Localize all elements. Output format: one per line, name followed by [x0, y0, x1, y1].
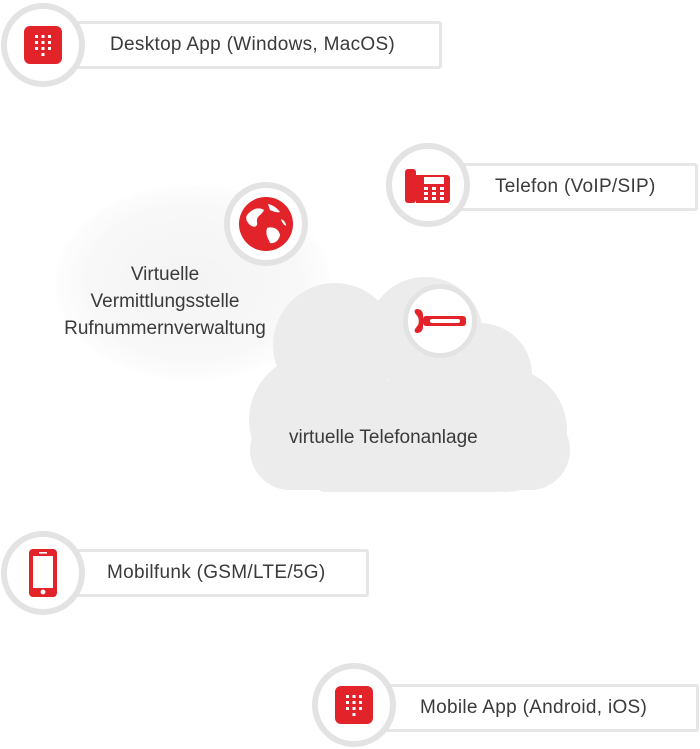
desktop-app-label: Desktop App (Windows, MacOS)	[110, 34, 396, 55]
mobilfunk-label: Mobilfunk (GSM/LTE/5G)	[107, 562, 326, 583]
mobilfunk-icon-ring	[1, 531, 85, 615]
desktop-app-icon-ring	[1, 3, 85, 87]
mobilfunk-node[interactable]: Mobilfunk (GSM/LTE/5G)	[44, 549, 369, 597]
smartphone-icon	[29, 549, 57, 597]
app-keypad-icon	[335, 686, 373, 724]
desktop-app-node[interactable]: Desktop App (Windows, MacOS)	[44, 21, 442, 69]
desk-phone-icon	[405, 169, 450, 203]
globe-icon-ring	[224, 182, 308, 266]
handset-icon-ring	[403, 284, 477, 358]
cloud-label: virtuelle Telefonanlage	[289, 427, 478, 448]
globe-icon	[239, 197, 293, 251]
app-keypad-icon	[24, 26, 62, 64]
mobile-app-node[interactable]: Mobile App (Android, iOS)	[353, 684, 699, 732]
virtual-exchange-text: Virtuelle Vermittlungsstelle Rufnummernv…	[40, 261, 290, 342]
virtual-exchange-line3: Rufnummernverwaltung	[64, 318, 266, 339]
telefon-icon-ring	[386, 143, 470, 227]
telefon-label: Telefon (VoIP/SIP)	[495, 176, 656, 197]
virtual-exchange-line1: Virtuelle	[130, 264, 200, 285]
mobile-app-label: Mobile App (Android, iOS)	[420, 697, 648, 718]
mobile-app-icon-ring	[312, 663, 396, 747]
virtual-exchange-line2: Vermittlungsstelle	[90, 291, 240, 312]
telefon-node[interactable]: Telefon (VoIP/SIP)	[428, 163, 698, 211]
handset-icon	[414, 309, 466, 333]
